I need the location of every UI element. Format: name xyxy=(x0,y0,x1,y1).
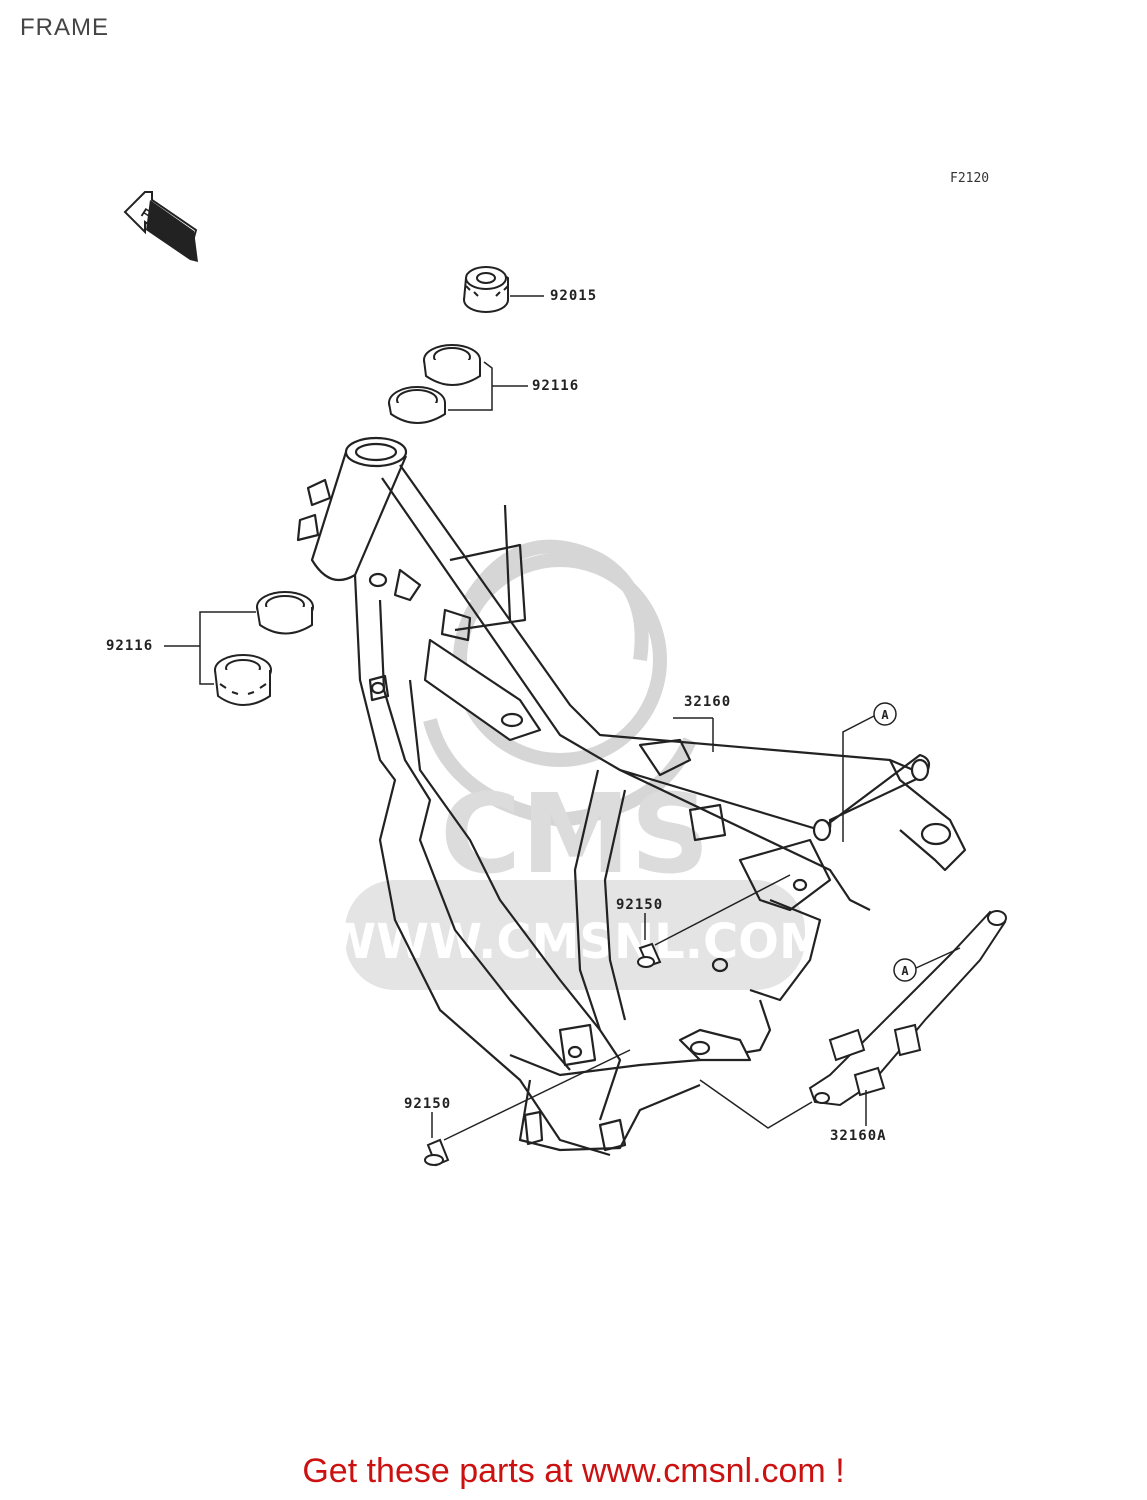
cta-shop-link[interactable]: Get these parts at www.cmsnl.com ! xyxy=(302,1452,845,1490)
part-label-bolt-lower[interactable]: 92150 xyxy=(404,1096,452,1112)
part-label-bolt-upper[interactable]: 92150 xyxy=(616,897,664,913)
callout-a-lower-label: A xyxy=(901,964,909,978)
watermark-url-text: WWW.CMSNL.COM xyxy=(323,914,827,970)
lower-bearing-race xyxy=(214,591,314,706)
part-label-steering-stem-nut[interactable]: 92015 xyxy=(550,288,598,304)
front-direction-arrow: FRONT xyxy=(123,191,198,262)
upper-bearing-race xyxy=(388,344,481,424)
main-frame xyxy=(296,436,967,1157)
part-label-frame-brace[interactable]: 32160A xyxy=(830,1128,887,1144)
callout-a-upper-label: A xyxy=(881,708,889,722)
bolt-lower xyxy=(424,1138,450,1167)
page-title: FRAME xyxy=(20,14,109,41)
steering-stem-nut xyxy=(463,266,509,313)
callout-a-lower: A xyxy=(893,947,961,982)
part-label-lower-bearing-race[interactable]: 92116 xyxy=(106,638,154,654)
cms-watermark-logo: CMS WWW.CMSNL.COM xyxy=(323,539,827,990)
frame-brace xyxy=(808,910,1007,1107)
bolt-upper xyxy=(637,942,662,968)
diagram-code: F2120 xyxy=(950,171,990,186)
part-label-upper-bearing-race[interactable]: 92116 xyxy=(532,378,580,394)
part-label-main-frame[interactable]: 32160 xyxy=(684,694,732,710)
callout-a-upper: A xyxy=(842,702,897,842)
